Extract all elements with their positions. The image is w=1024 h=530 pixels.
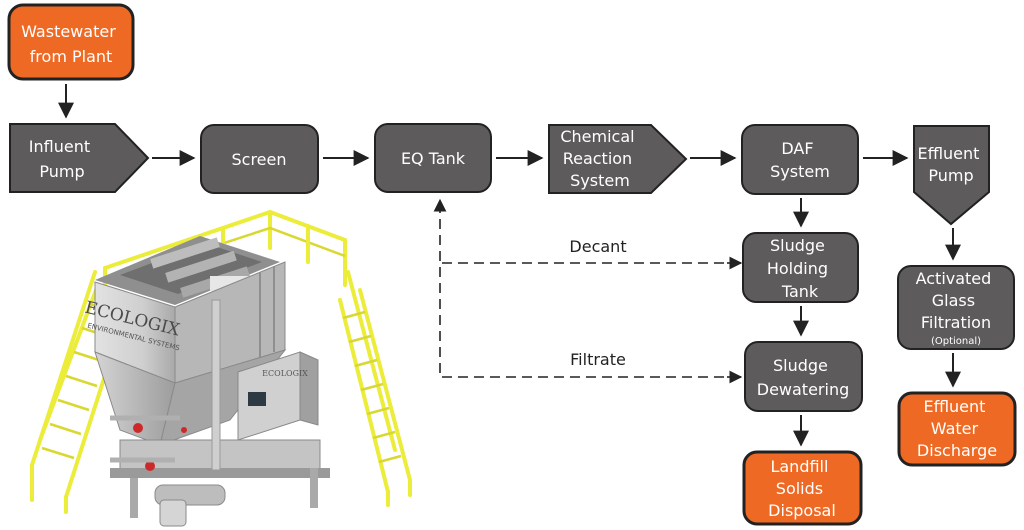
node-eq-tank: EQ Tank [374,123,492,193]
node-daf-system-label: DAF System [770,139,830,181]
node-effluent-discharge: Effluent Water Discharge [897,391,1017,467]
node-screen: Screen [200,124,319,194]
flow-arrows [58,84,961,447]
node-sludge-dewatering-label: Sludge Dewatering [757,356,850,399]
node-sludge-dewatering: Sludge Dewatering [744,341,863,412]
left-staircase [30,270,128,514]
node-influent-pump: Influent Pump [9,123,150,193]
right-staircase [338,270,412,507]
tank-body: ECOLOGIX ENVIRONMENTAL SYSTEMS [83,261,287,446]
node-wastewater: Wastewater from Plant [7,3,135,81]
decant-label: Decant [569,237,626,256]
control-panel: ECOLOGIX [237,351,319,441]
piping-base [110,299,330,527]
dashed-filtrate-line [433,198,740,378]
node-landfill-label: Landfill Solids Disposal [768,457,836,520]
top-deck [95,236,280,305]
node-sludge-holding: Sludge Holding Tank [742,232,859,303]
node-wastewater-label: Wastewater from Plant [21,22,121,66]
node-eq-tank-label: EQ Tank [401,149,466,168]
node-chemical-reaction: Chemical Reaction System [548,124,688,194]
panel-brand-label: ECOLOGIX [262,369,308,378]
node-influent-pump-label: Influent Pump [29,137,95,181]
node-sludge-holding-label: Sludge Holding Tank [767,236,833,301]
filtrate-label: Filtrate [570,350,626,369]
node-activated-glass-label: Activated Glass Filtration [916,269,997,332]
daf-unit-illustration: ECOLOGIX ENVIRONMENTAL SYSTEMS ECOLOGIX [30,209,412,527]
node-daf-system: DAF System [741,124,859,195]
node-effluent-discharge-label: Effluent Water Discharge [917,397,997,460]
node-activated-glass-note: (Optional) [931,336,981,347]
node-screen-label: Screen [231,150,286,169]
node-landfill: Landfill Solids Disposal [742,450,863,526]
node-effluent-pump-label: Effluent Pump [917,144,984,185]
node-chemical-reaction-label: Chemical Reaction System [560,127,639,190]
node-effluent-pump: Effluent Pump [913,125,990,226]
node-activated-glass: Activated Glass Filtration (Optional) [897,265,1015,350]
